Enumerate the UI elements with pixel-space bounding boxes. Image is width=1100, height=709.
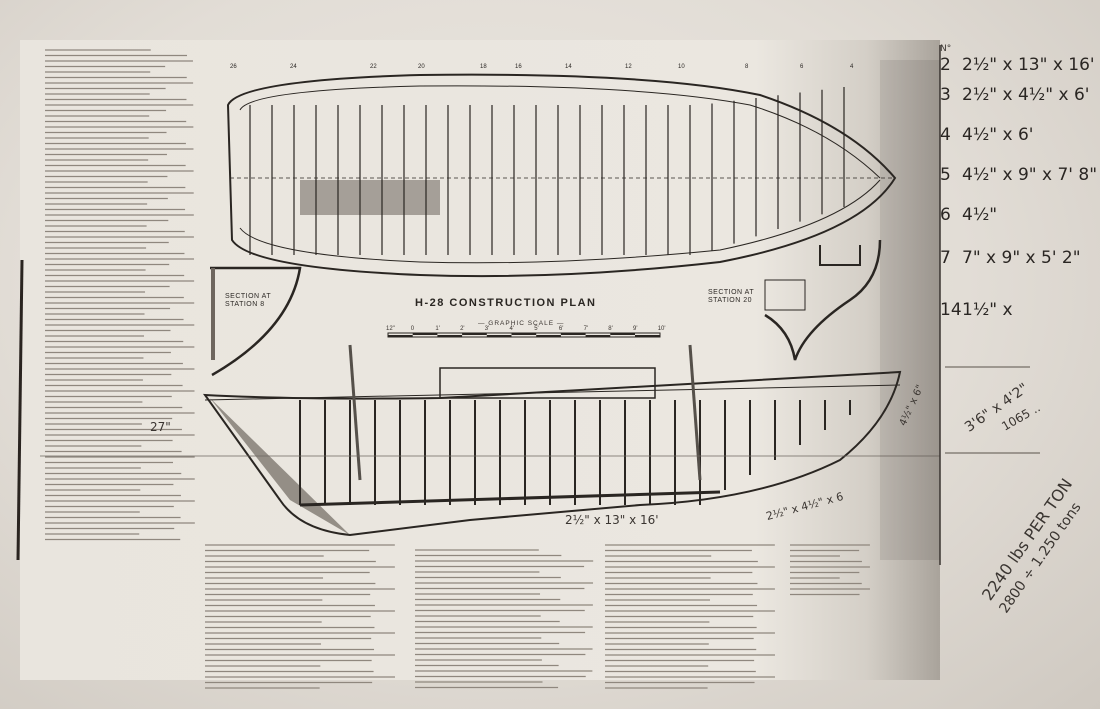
- scale-tick-label: 9': [633, 326, 638, 332]
- table-row: 4 4½" x 6': [940, 125, 1033, 145]
- notes-text-block: [45, 49, 870, 689]
- table-row: 6 4½": [940, 205, 997, 225]
- station-number: 22: [370, 64, 377, 70]
- scale-segment: [635, 335, 660, 337]
- blueprint-sheet: [20, 40, 940, 680]
- scale-tick-label: 5': [534, 326, 539, 332]
- plan-view: [226, 73, 897, 278]
- part-number: 7: [940, 248, 951, 268]
- drawing-title: H-28 CONSTRUCTION PLAN: [415, 297, 597, 309]
- scale-segment: [462, 333, 487, 335]
- scale-tick-label: 7': [583, 326, 589, 332]
- scale-segment: [412, 333, 438, 335]
- section-station-8: [210, 266, 302, 377]
- station-number: 4: [850, 64, 854, 70]
- scale-tick-label: 12": [386, 326, 395, 332]
- table-row: 141½" x: [940, 300, 1013, 320]
- scale-tick-label: 10': [657, 326, 666, 332]
- scale-tick-label: 8': [608, 326, 613, 332]
- scale-segment: [536, 335, 561, 337]
- keel-note: 2½" x 13" x 16': [565, 513, 659, 527]
- station-number: 18: [480, 64, 487, 70]
- scale-segment: [610, 333, 635, 335]
- sheet-edge: [16, 259, 24, 561]
- table-row: 2 2½" x 13" x 16': [940, 55, 1095, 75]
- scale-segment: [486, 335, 512, 337]
- part-size: 2½" x 4½" x 6': [962, 85, 1090, 105]
- part-number: 3: [940, 85, 951, 105]
- scale-tick-label: 0: [410, 326, 415, 332]
- part-size: 4½": [962, 205, 998, 225]
- part-number: 14: [940, 300, 962, 320]
- scale-segment: [511, 333, 537, 335]
- station-number: 26: [230, 64, 237, 70]
- station-number: 12: [625, 64, 632, 70]
- part-number: 5: [940, 165, 951, 185]
- part-number: 4: [940, 125, 951, 145]
- scale-tick-label: 6': [558, 326, 564, 332]
- station-number: 16: [515, 64, 522, 70]
- scale-tick-label: 4': [509, 326, 514, 332]
- section-label-station-8: SECTION AT STATION 8: [225, 293, 272, 308]
- section-label-station-20: SECTION AT STATION 20: [708, 289, 755, 304]
- station-number: 8: [745, 64, 749, 70]
- part-size: 1½" x: [962, 300, 1013, 320]
- scale-segment: [585, 335, 611, 337]
- table-row: 7 7" x 9" x 5' 2": [940, 248, 1081, 268]
- table-header: N°: [940, 44, 952, 54]
- scale-segment: [437, 335, 463, 337]
- part-size: 4½" x 6': [962, 125, 1034, 145]
- table-row: 5 4½" x 9" x 7' 8": [940, 165, 1097, 185]
- scale-tick-label: 2': [460, 326, 465, 332]
- station-number: 14: [565, 64, 572, 70]
- scale-segment: [560, 333, 586, 335]
- scale-tick-label: 3': [484, 326, 490, 332]
- station-number: 6: [800, 64, 804, 70]
- station-number: 10: [678, 64, 685, 70]
- left-note: 27": [150, 420, 171, 434]
- part-number: 2: [940, 55, 951, 75]
- station-number: 20: [418, 64, 425, 70]
- part-size: 7" x 9" x 5' 2": [962, 248, 1081, 268]
- scale-segment: [388, 335, 413, 337]
- station-number: 24: [290, 64, 297, 70]
- profile-view: [40, 344, 940, 537]
- section-station-20: [764, 239, 882, 361]
- graphic-scale-label: — GRAPHIC SCALE —: [478, 320, 565, 327]
- graphic-scale-bar: [387, 332, 661, 338]
- part-size: 2½" x 13" x 16': [962, 55, 1095, 75]
- part-number: 6: [940, 205, 951, 225]
- table-row: 3 2½" x 4½" x 6': [940, 85, 1089, 105]
- part-size: 4½" x 9" x 7' 8": [962, 165, 1098, 185]
- scale-tick-label: 1': [435, 326, 440, 332]
